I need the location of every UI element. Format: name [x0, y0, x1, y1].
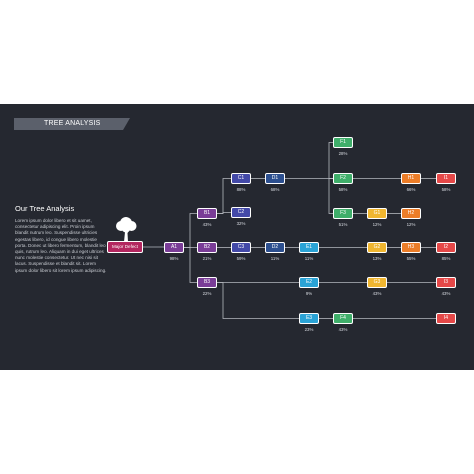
pct-c1: 88% [236, 187, 246, 192]
slide-title: TREE ANALYSIS [14, 118, 130, 130]
pct-d1: 68% [270, 187, 280, 192]
node-b3[interactable]: B3 [197, 277, 217, 288]
pct-h1: 66% [406, 187, 416, 192]
intro-body: Lorem ipsum dolor libero et sit uamet, c… [15, 218, 107, 273]
node-i3[interactable]: I3 [436, 277, 456, 288]
pct-c2: 32% [236, 221, 246, 226]
node-c2[interactable]: C2 [231, 207, 251, 218]
pct-g3: 43% [372, 291, 382, 296]
connector-B1-C2 [217, 212, 231, 214]
node-a1[interactable]: A1 [164, 242, 184, 253]
pct-i3: 43% [441, 291, 451, 296]
pct-e3: 23% [304, 327, 314, 332]
pct-h3: 55% [406, 256, 416, 261]
connector-A1-B3 [184, 247, 197, 283]
slide: TREE ANALYSIS Our Tree Analysis Lorem ip… [0, 104, 474, 370]
pct-c3: 59% [236, 256, 246, 261]
pct-g2: 13% [372, 256, 382, 261]
pct-b3: 22% [202, 291, 212, 296]
node-i2[interactable]: I2 [436, 242, 456, 253]
connector-A1-B1 [184, 213, 197, 248]
pct-h2: 12% [406, 222, 416, 227]
pct-g1: 12% [372, 222, 382, 227]
node-b1[interactable]: B1 [197, 208, 217, 219]
pct-b1: 43% [202, 222, 212, 227]
node-i4[interactable]: I4 [436, 313, 456, 324]
pct-d2: 11% [270, 256, 280, 261]
tree-icon [116, 217, 137, 242]
node-h2[interactable]: H2 [401, 208, 421, 219]
node-f3[interactable]: F3 [333, 208, 353, 219]
node-g1[interactable]: G1 [367, 208, 387, 219]
node-f1[interactable]: F1 [333, 137, 353, 148]
node-g3[interactable]: G3 [367, 277, 387, 288]
node-e2[interactable]: E2 [299, 277, 319, 288]
connector-lines [143, 142, 436, 319]
intro-heading: Our Tree Analysis [15, 204, 75, 213]
pct-i2: 85% [441, 256, 451, 261]
node-b2[interactable]: B2 [197, 242, 217, 253]
node-f2[interactable]: F2 [333, 173, 353, 184]
node-h3[interactable]: H3 [401, 242, 421, 253]
node-d1[interactable]: D1 [265, 173, 285, 184]
node-d2[interactable]: D2 [265, 242, 285, 253]
pct-f4: 43% [338, 327, 348, 332]
pct-f2: 58% [338, 187, 348, 192]
node-e3[interactable]: E3 [299, 313, 319, 324]
node-i1[interactable]: I1 [436, 173, 456, 184]
node-major-defect[interactable]: Major Defect [107, 241, 143, 253]
node-e1[interactable]: E1 [299, 242, 319, 253]
pct-a1: 98% [169, 256, 179, 261]
pct-f3: 51% [338, 222, 348, 227]
pct-e2: 9% [305, 291, 313, 296]
node-g2[interactable]: G2 [367, 242, 387, 253]
node-c1[interactable]: C1 [231, 173, 251, 184]
node-c3[interactable]: C3 [231, 242, 251, 253]
pct-f1: 28% [338, 151, 348, 156]
pct-e1: 11% [304, 256, 314, 261]
connector-B3-E3 [217, 282, 299, 319]
pct-b2: 21% [202, 256, 212, 261]
node-h1[interactable]: H1 [401, 173, 421, 184]
pct-i1: 58% [441, 187, 451, 192]
node-f4[interactable]: F4 [333, 313, 353, 324]
connector-F2-F3 [328, 178, 333, 214]
connector-B1-C1 [217, 178, 231, 214]
